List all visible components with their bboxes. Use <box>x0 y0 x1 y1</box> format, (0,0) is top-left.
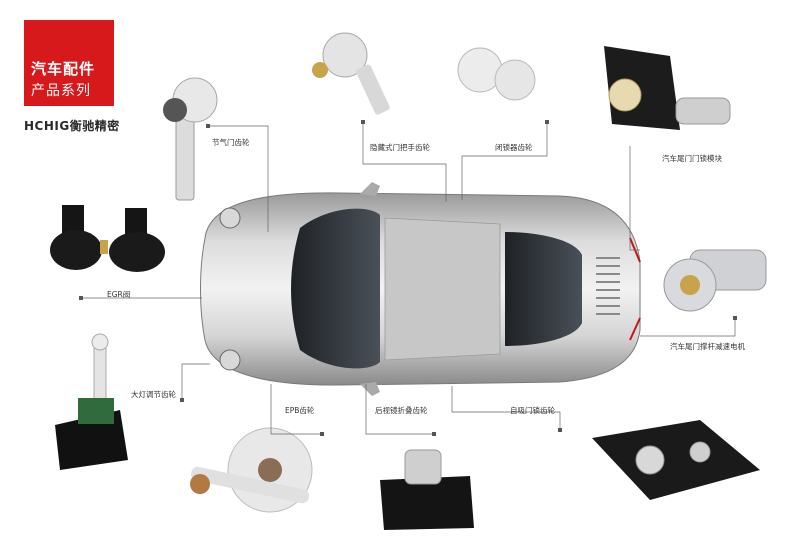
label-egr-valve: EGR阀 <box>107 290 131 299</box>
label-tailgate-strut-motor: 汽车尾门撑杆减速电机 <box>670 342 745 351</box>
tailgate-lock-module-image <box>604 46 731 130</box>
lock-gear-image <box>457 47 536 101</box>
mirror-fold-gear-image <box>380 449 474 530</box>
brand-badge: 汽车配件 产品系列 <box>24 20 114 106</box>
label-mirror-fold-gear: 后视镜折叠齿轮 <box>375 406 428 415</box>
label-tailgate-lock-module: 汽车尾门门锁模块 <box>662 154 722 163</box>
hidden-handle-gear-image <box>312 32 390 115</box>
headlight-gear-image <box>55 333 128 470</box>
epb-gear-image <box>190 427 313 513</box>
label-epb-gear: EPB齿轮 <box>285 406 315 415</box>
car-top-view <box>200 182 641 396</box>
label-throttle-gear: 节气门齿轮 <box>212 138 250 147</box>
leader-lines <box>81 122 736 435</box>
company-logo: HCHIG衡驰精密 <box>24 119 120 133</box>
tailgate-strut-motor-image <box>663 249 767 312</box>
label-self-suction-gear: 自吸门锁齿轮 <box>510 406 555 415</box>
throttle-gear-image <box>163 77 218 201</box>
brand-subtitle: 产品系列 <box>31 83 91 99</box>
self-suction-gear-image <box>592 420 760 500</box>
label-hidden-handle-gear: 隐藏式门把手齿轮 <box>370 143 430 152</box>
label-lock-gear: 闭锁器齿轮 <box>495 143 533 152</box>
egr-valve-image <box>50 205 165 272</box>
label-headlight-gear: 大灯调节齿轮 <box>131 390 176 399</box>
brand-title: 汽车配件 <box>31 60 96 78</box>
